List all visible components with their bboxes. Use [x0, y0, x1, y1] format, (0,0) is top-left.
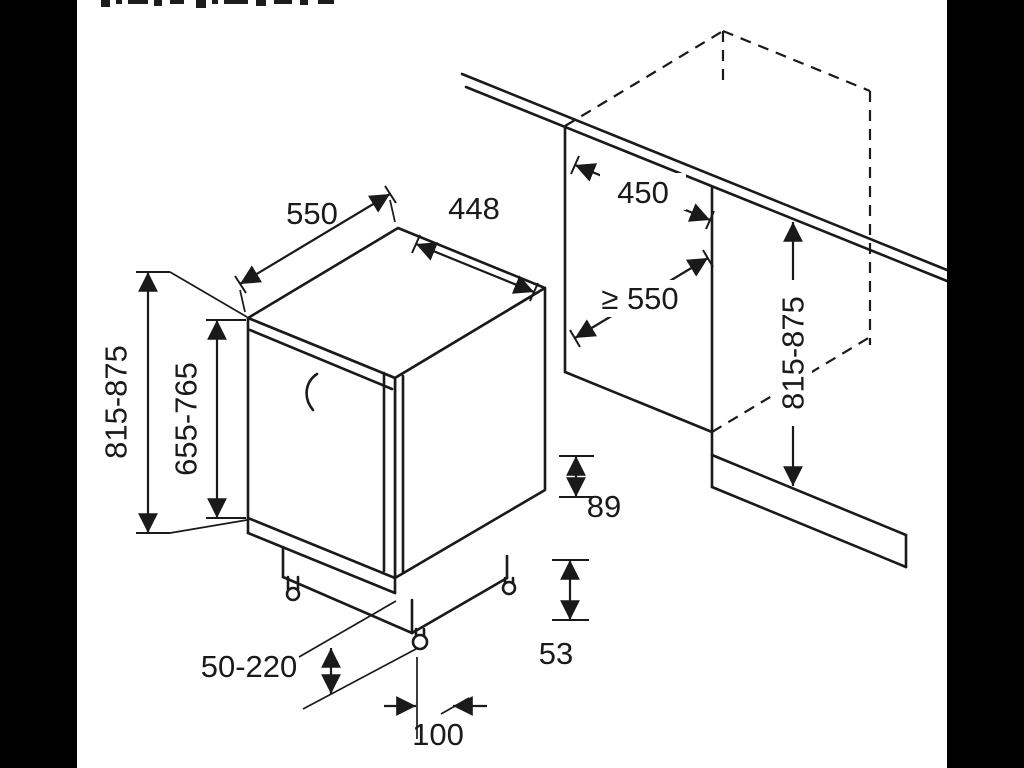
dimension-label-50-220: 50-220 [201, 649, 298, 684]
dimension-appliance-width: 448 [411, 191, 539, 302]
dimension-niche-depth: ≥ 550 [569, 249, 714, 348]
dimension-label-655-765: 655-765 [169, 362, 204, 476]
dimension-appliance-height: 815-875 [99, 271, 248, 534]
dimension-label-448: 448 [448, 191, 500, 226]
dimension-label-89: 89 [587, 489, 621, 524]
dimension-label-450: 450 [617, 175, 669, 210]
dimension-door-panel-height: 655-765 [169, 319, 246, 519]
letterbox-left [0, 0, 77, 768]
dimension-label-815-875-left: 815-875 [99, 345, 134, 459]
niche-dashed-outline [564, 29, 872, 433]
dimension-foot-adjustment: 50-220 [201, 600, 417, 710]
dimension-89: 89 [559, 455, 621, 524]
foot-front [411, 627, 429, 651]
door-top-rim [248, 328, 394, 391]
dimension-label-815-875-right: 815-875 [776, 296, 811, 410]
dimension-label-53: 53 [539, 636, 573, 671]
cropped-heading-fragments [101, 0, 334, 8]
door-handle-icon [305, 372, 319, 412]
dimension-label-550: 550 [286, 196, 338, 231]
dimension-niche-width: 450 [570, 155, 715, 230]
dimension-appliance-depth: 550 [234, 185, 397, 313]
letterbox-right [947, 0, 1024, 768]
dimension-label-niche-depth: ≥ 550 [601, 281, 678, 316]
cabinet-base-panel [710, 430, 908, 569]
dimension-53: 53 [539, 559, 589, 671]
foot-right [501, 576, 517, 596]
foot-left [285, 575, 301, 602]
dimension-label-100: 100 [412, 717, 464, 752]
niche-front-edges [563, 126, 714, 434]
dimension-niche-height: 815-875 [774, 222, 812, 486]
dimension-plinth-recess: 100 [384, 657, 487, 752]
